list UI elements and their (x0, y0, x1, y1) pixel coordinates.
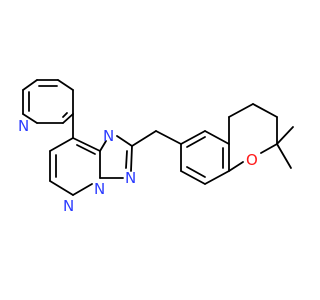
triazole-n3-label: N (94, 180, 105, 198)
gem-dimethyl (276, 126, 294, 169)
pyrimidine-ring (49, 137, 101, 196)
pyridine-ring (22, 79, 74, 124)
benzene-ring (180, 130, 230, 185)
pyridine-nitrogen-label: N (18, 117, 29, 135)
methylene-linker (131, 130, 182, 147)
triazole-n2-label: N (125, 169, 136, 187)
triazole-n1-label: N (103, 127, 114, 145)
structure-drawing: N N N N N O (18, 79, 294, 215)
chroman-oxygen-label: O (246, 151, 258, 169)
molecule-canvas: N N N N N O (18, 79, 294, 215)
dihydropyran-ring (228, 103, 278, 172)
pyrimidine-nitrogen-label: N (63, 197, 74, 215)
triazole-ring (99, 135, 133, 179)
